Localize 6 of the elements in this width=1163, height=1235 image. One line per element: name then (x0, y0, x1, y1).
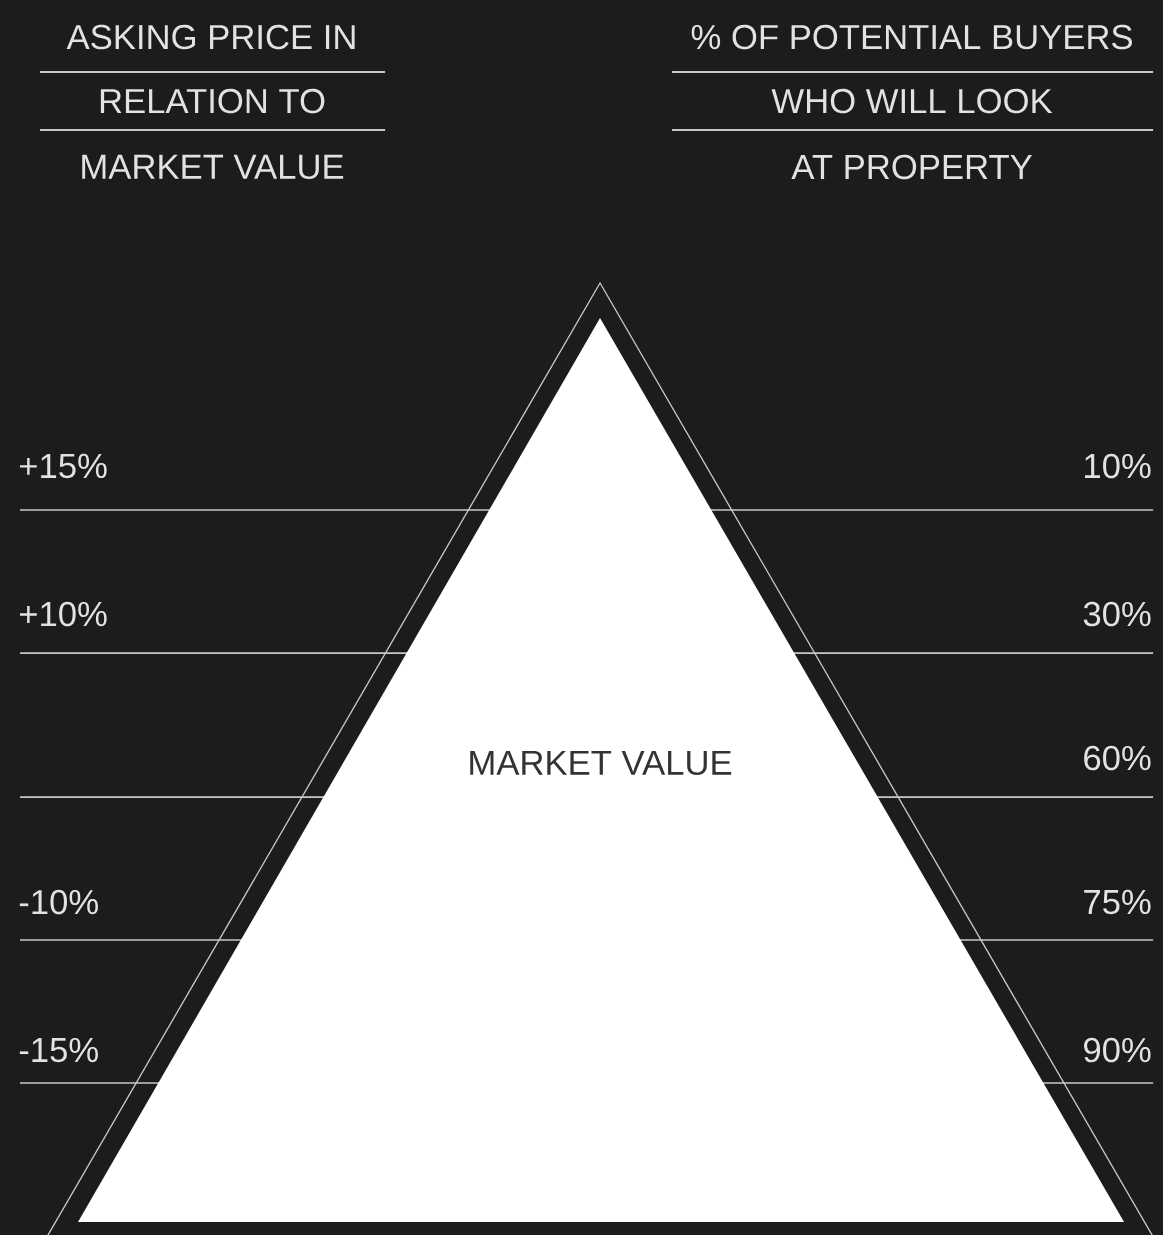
axis-label: WHO WILL LOOK (771, 88, 1053, 114)
axis-label: AT PROPERTY (791, 154, 1033, 180)
axis-label: ASKING PRICE IN (66, 24, 355, 50)
axis-label: RELATION TO (100, 88, 325, 114)
axis-label: MARKET VALUE (82, 154, 344, 180)
axis-label: % OF POTENTIAL BUYERS (691, 24, 1132, 50)
